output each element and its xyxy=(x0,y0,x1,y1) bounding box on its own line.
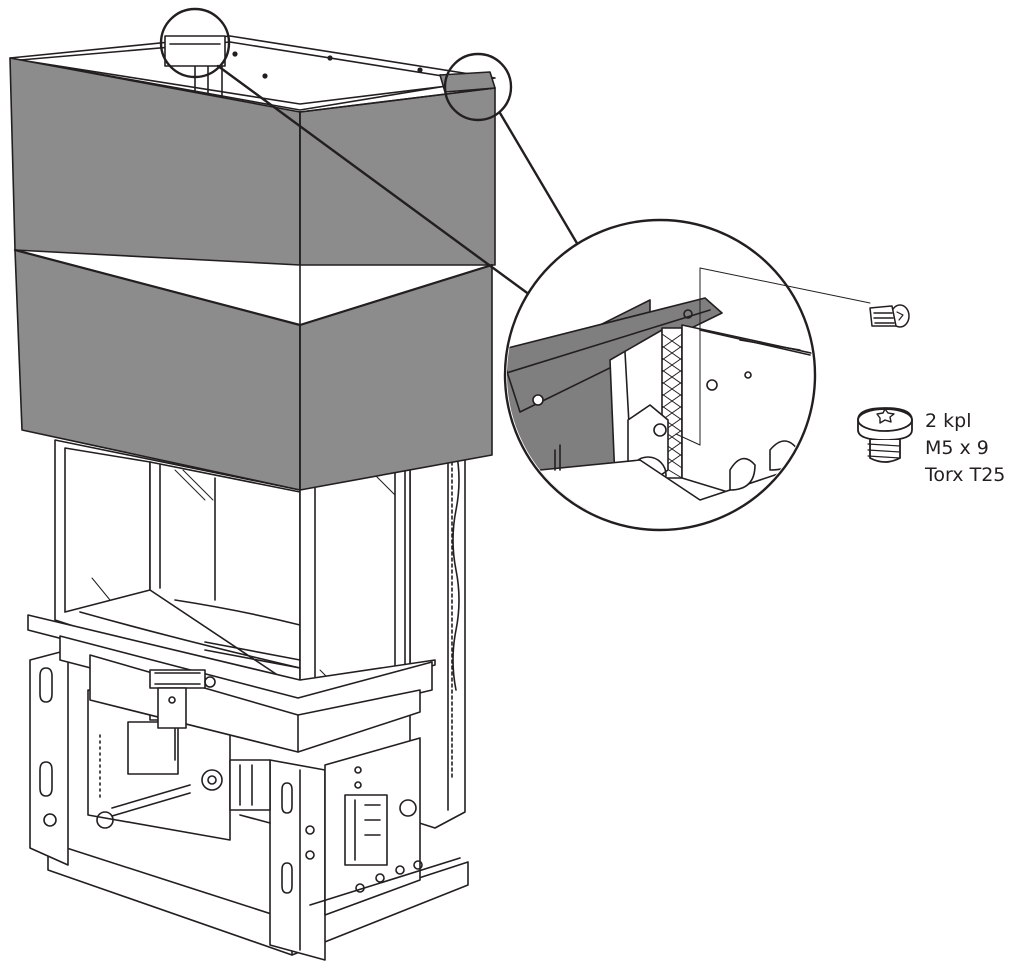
quantity-label: 2 kpl xyxy=(925,410,972,432)
screw-icon xyxy=(857,407,913,463)
screw-size-label: M5 x 9 xyxy=(925,437,989,459)
firebox-glass xyxy=(54,439,411,701)
drive-type-label: Torx T25 xyxy=(925,464,1006,486)
screw-icon xyxy=(869,304,910,328)
screw-leader-lines xyxy=(675,267,871,446)
detail-view xyxy=(507,297,813,528)
upper-right-panel xyxy=(299,87,496,266)
small-callout-circle-right xyxy=(443,52,513,122)
cladding-panels xyxy=(9,57,496,491)
top-frame xyxy=(9,35,496,113)
bottom-tray xyxy=(27,614,436,753)
small-callout-circle-left xyxy=(159,7,231,79)
lower-right-panel xyxy=(299,264,493,491)
